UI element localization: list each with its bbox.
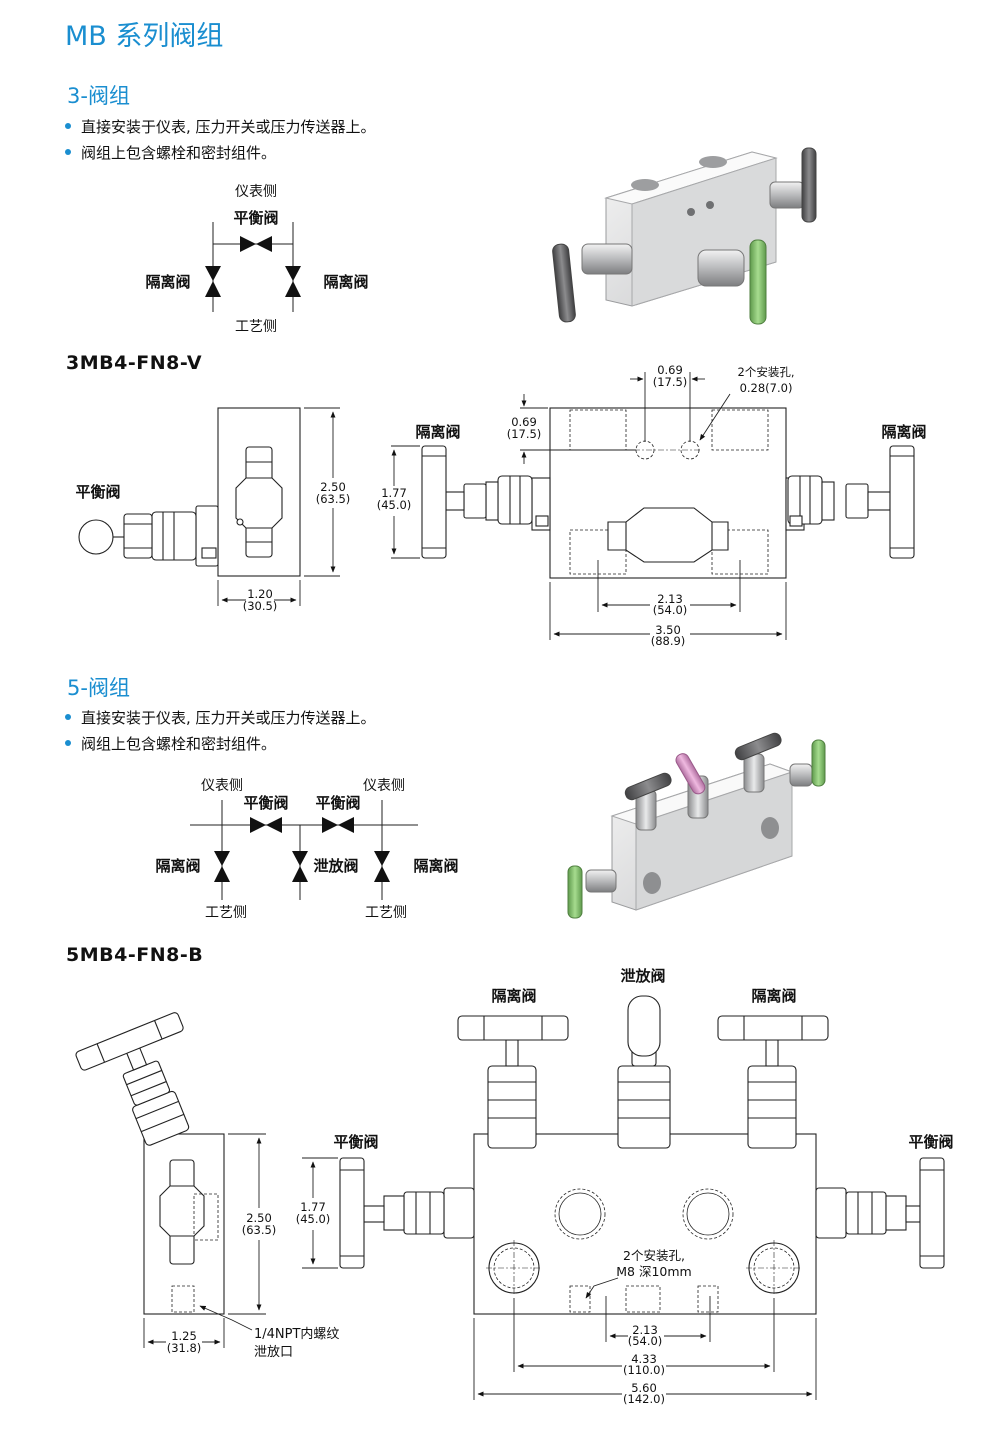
5mb-isolate-left-label: 隔离阀: [491, 987, 536, 1005]
dim-5mb-213-in: 2.13: [632, 1323, 658, 1337]
schematic-vent-label: 泄放阀: [313, 857, 358, 875]
schematic-equalizing-right-label: 平衡阀: [315, 794, 360, 812]
npt-port-label: 1/4NPT内螺纹: [254, 1326, 339, 1342]
valve-symbol-equalizing: [240, 236, 272, 252]
dim-213-mm: (54.0): [653, 603, 688, 617]
schematic-equalizing-label: 平衡阀: [233, 209, 278, 227]
dim-177-in: 1.77: [381, 486, 407, 500]
dim-069-side-mm: (17.5): [507, 427, 542, 441]
valve-symbol-isolate-right: [285, 266, 301, 297]
schematic-isolate-left-label: 隔离阀: [155, 857, 200, 875]
dim-5mb-213-mm: (54.0): [628, 1334, 663, 1348]
dim-069-top-in: 0.69: [657, 363, 683, 377]
bullet-item: 阀组上包含螺栓和密封组件。: [65, 142, 276, 163]
dim-350-in: 3.50: [655, 623, 681, 637]
dim-height-in: 2.50: [320, 480, 346, 494]
schematic-instrument-side-label: 仪表侧: [235, 184, 277, 200]
bullet-item: 阀组上包含螺栓和密封组件。: [65, 733, 276, 754]
mounting-holes-label: 2个安装孔,: [738, 365, 795, 379]
dim-height-mm: (63.5): [316, 492, 351, 506]
5mb-side-dimensions: [143, 1133, 266, 1348]
bullet-dot-icon: [65, 148, 71, 155]
dim-width-in: 1.20: [247, 587, 273, 601]
bullet-item: 直接安装于仪表, 压力开关或压力传送器上。: [65, 116, 376, 137]
5mb-equalizing-left-label: 平衡阀: [333, 1133, 378, 1151]
bullet-dot-icon: [65, 739, 71, 746]
dim-5mb-177-in: 1.77: [300, 1200, 326, 1214]
section-heading-5-valve: 5-阀组: [67, 676, 130, 700]
schematic-isolate-right-label: 隔离阀: [323, 273, 368, 291]
5mb-mounting-holes-label: 2个安装孔,: [623, 1248, 685, 1263]
dim-5mb-width-in: 1.25: [171, 1329, 197, 1343]
3mb-isolate-left-label: 隔离阀: [415, 423, 460, 441]
dim-5mb-height-mm: (63.5): [242, 1223, 277, 1237]
schematic-isolate-left-label: 隔离阀: [145, 273, 190, 291]
dim-177-mm: (45.0): [377, 498, 412, 512]
model-number-3mb: 3MB4-FN8-V: [66, 352, 203, 374]
dim-5mb-560-in: 5.60: [631, 1381, 657, 1395]
mounting-holes-size: 0.28(7.0): [740, 381, 793, 395]
dim-5mb-560-mm: (142.0): [623, 1392, 665, 1406]
schematic-instrument-side-left: 仪表侧: [201, 778, 243, 794]
valve-symbol-isolate-right: [374, 851, 390, 882]
model-number-5mb: 5MB4-FN8-B: [66, 944, 204, 966]
valve-symbol-equalizing-left: [250, 817, 282, 833]
dim-5mb-433-mm: (110.0): [623, 1363, 665, 1377]
5mb-side-view: [75, 1012, 225, 1315]
schematic-instrument-side-right: 仪表侧: [363, 778, 405, 794]
section-heading-3-valve: 3-阀组: [67, 84, 130, 108]
page-title: MB 系列阀组: [65, 21, 224, 52]
5mb-front-dimensions: [302, 1157, 817, 1400]
5mb-mounting-holes-size: M8 深10mm: [616, 1264, 691, 1279]
dim-width-mm: (30.5): [243, 599, 278, 613]
valve-symbol-vent: [292, 851, 308, 882]
valve-symbol-isolate-left: [205, 266, 221, 297]
dim-5mb-433-in: 4.33: [631, 1352, 657, 1366]
schematic-isolate-right-label: 隔离阀: [413, 857, 458, 875]
5mb-isolate-right-label: 隔离阀: [751, 987, 796, 1005]
dim-5mb-width-mm: (31.8): [167, 1341, 202, 1355]
schematic-5-valve: [190, 800, 418, 900]
dim-350-mm: (88.9): [651, 634, 686, 648]
schematic-process-side-right: 工艺侧: [365, 905, 407, 921]
dim-069-side-in: 0.69: [511, 415, 537, 429]
vent-port-label: 泄放口: [254, 1345, 293, 1360]
5mb-equalizing-right-label: 平衡阀: [908, 1133, 953, 1151]
dim-213-in: 2.13: [657, 592, 683, 606]
5mb-front-view: [339, 995, 945, 1315]
3mb-equalizing-label: 平衡阀: [75, 483, 120, 501]
manifold-3-valve-illustration: [552, 147, 817, 325]
schematic-process-side-label: 工艺侧: [235, 319, 277, 335]
3mb-front-dimensions: [391, 372, 787, 640]
schematic-process-side-left: 工艺侧: [205, 905, 247, 921]
schematic-3-valve: [212, 222, 294, 312]
bullet-dot-icon: [65, 122, 71, 129]
3mb-front-view: [421, 407, 915, 579]
bullet-dot-icon: [65, 713, 71, 720]
3mb-side-dimensions: [217, 407, 340, 606]
3mb-side-view: [78, 407, 301, 577]
dim-5mb-177-mm: (45.0): [296, 1212, 331, 1226]
dim-5mb-height-in: 2.50: [246, 1211, 272, 1225]
dim-069-top-mm: (17.5): [653, 375, 688, 389]
3mb-isolate-right-label: 隔离阀: [881, 423, 926, 441]
5mb-vent-label: 泄放阀: [620, 967, 665, 985]
valve-symbol-equalizing-right: [322, 817, 354, 833]
manifold-5-valve-illustration: [567, 732, 826, 919]
valve-symbol-isolate-left: [214, 851, 230, 882]
schematic-equalizing-left-label: 平衡阀: [243, 794, 288, 812]
bullet-item: 直接安装于仪表, 压力开关或压力传送器上。: [65, 707, 376, 728]
